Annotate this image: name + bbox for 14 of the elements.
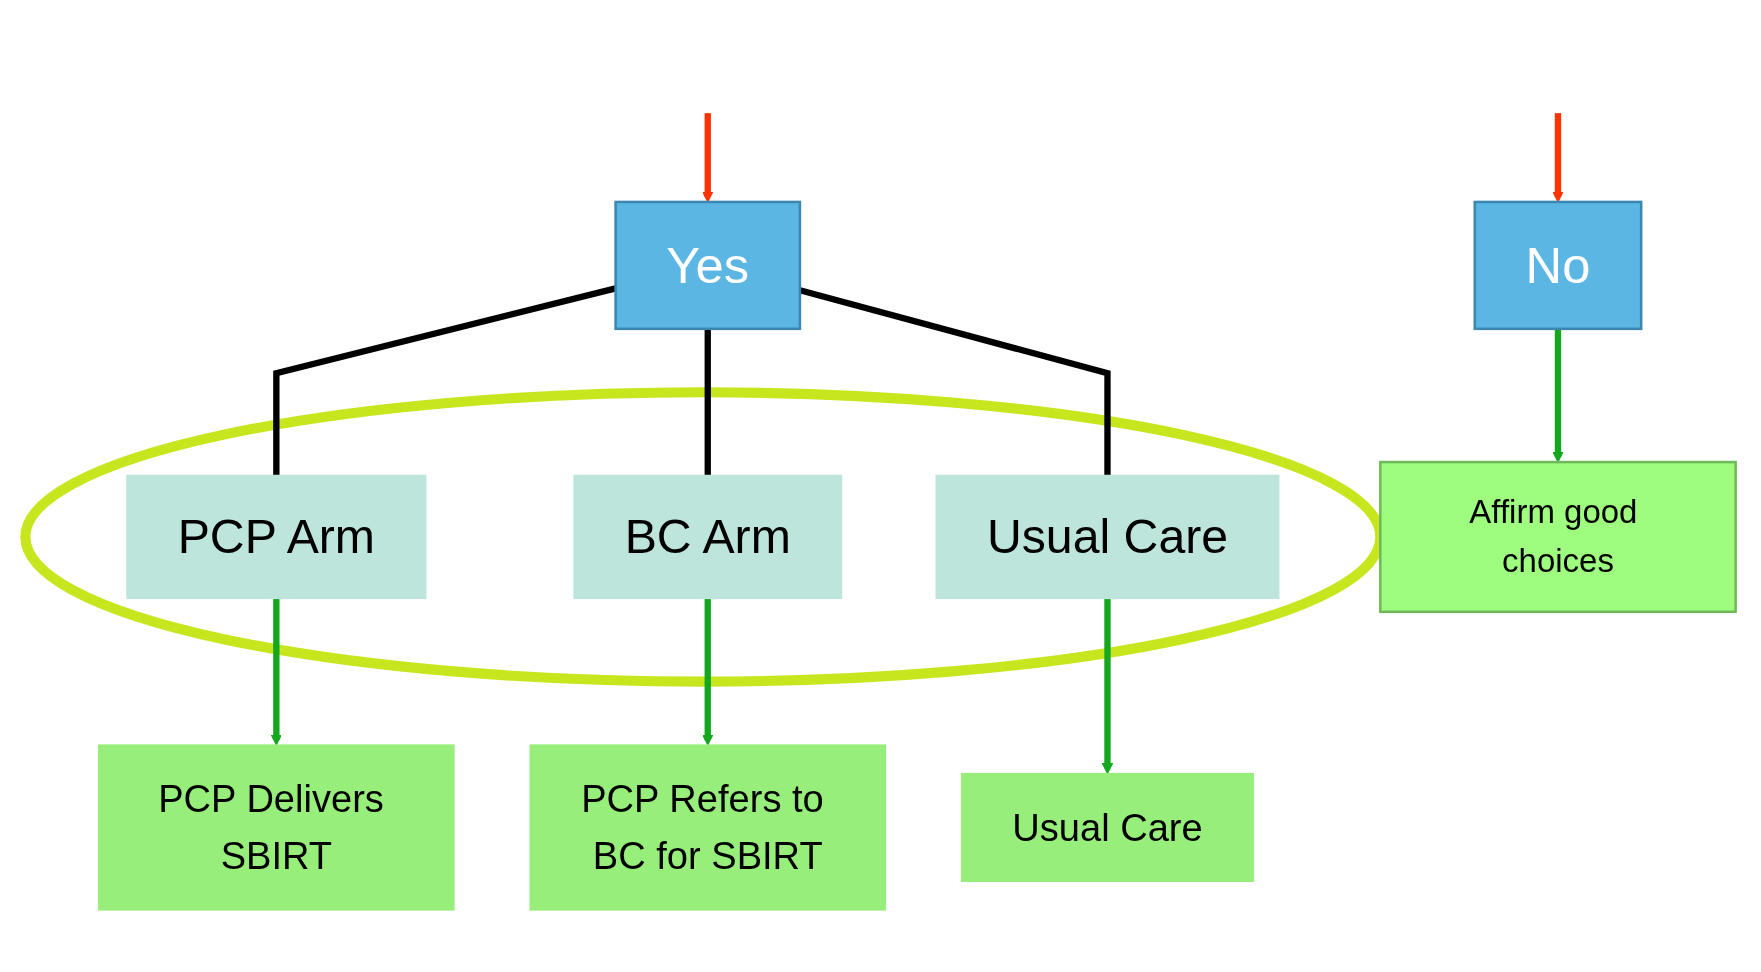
node-box: Usual Care	[960, 772, 1255, 882]
connector	[799, 287, 1111, 476]
node-box: PCP Arm	[126, 474, 427, 599]
node-box: PCP Refers to BC for SBIRT	[529, 744, 887, 911]
arrow	[1101, 598, 1114, 774]
node-box: BC Arm	[573, 474, 843, 599]
node-box: Usual Care	[935, 474, 1280, 599]
node-box: No	[1473, 200, 1643, 330]
node-box: Yes	[614, 200, 802, 330]
node-box: PCP Delivers SBIRT	[98, 744, 455, 911]
node-box: Affirm good choices	[1379, 460, 1737, 613]
arrow	[702, 598, 714, 746]
connector	[704, 328, 711, 476]
arrow	[270, 598, 282, 746]
